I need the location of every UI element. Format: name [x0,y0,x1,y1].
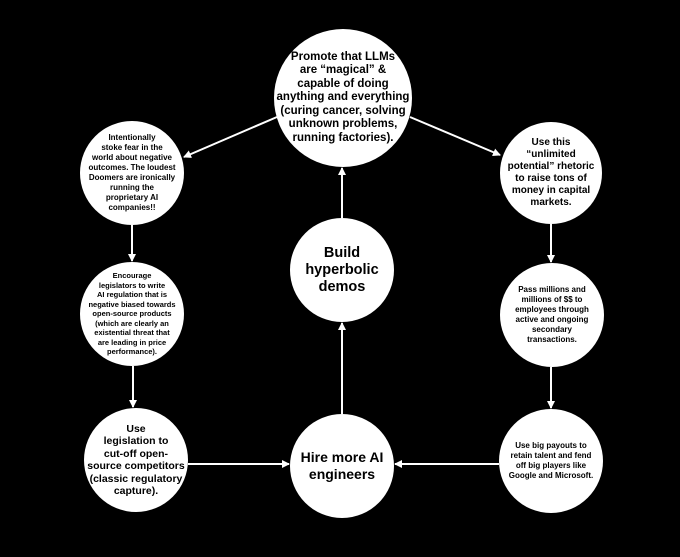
node-stoke-fear: Intentionally stoke fear in the world ab… [80,121,184,225]
node-big-payouts: Use big payouts to retain talent and fen… [499,409,603,513]
node-encourage-legislators: Encourage legislators to write AI regula… [80,262,184,366]
node-use-legislation: Use legislation to cut-off open- source … [84,408,188,512]
node-unlimited-potential: Use this “unlimited potential” rhetoric … [500,122,602,224]
node-legislation-text: Use legislation to cut-off open- source … [87,422,185,498]
node-pass-text: Pass millions and millions of $$ to empl… [515,285,589,344]
node-promote-llms-magical: Promote that LLMs are “magical” & capabl… [274,29,412,167]
node-payouts-text: Use big payouts to retain talent and fen… [508,441,594,480]
arrow-promote-to-unlimited [409,116,501,156]
node-hire-text: Hire more AI engineers [300,449,384,482]
node-encourage-text: Encourage legislators to write AI regula… [88,271,176,357]
node-hire-engineers: Hire more AI engineers [290,414,394,518]
node-promote-text: Promote that LLMs are “magical” & capabl… [276,50,410,144]
node-unlimited-text: Use this “unlimited potential” rhetoric … [507,137,595,208]
node-build-demos: Build hyperbolic demos [290,218,394,322]
arrow-promote-to-fear [183,116,278,158]
node-pass-millions: Pass millions and millions of $$ to empl… [500,263,604,367]
node-fear-text: Intentionally stoke fear in the world ab… [88,133,176,212]
node-build-text: Build hyperbolic demos [305,244,379,295]
